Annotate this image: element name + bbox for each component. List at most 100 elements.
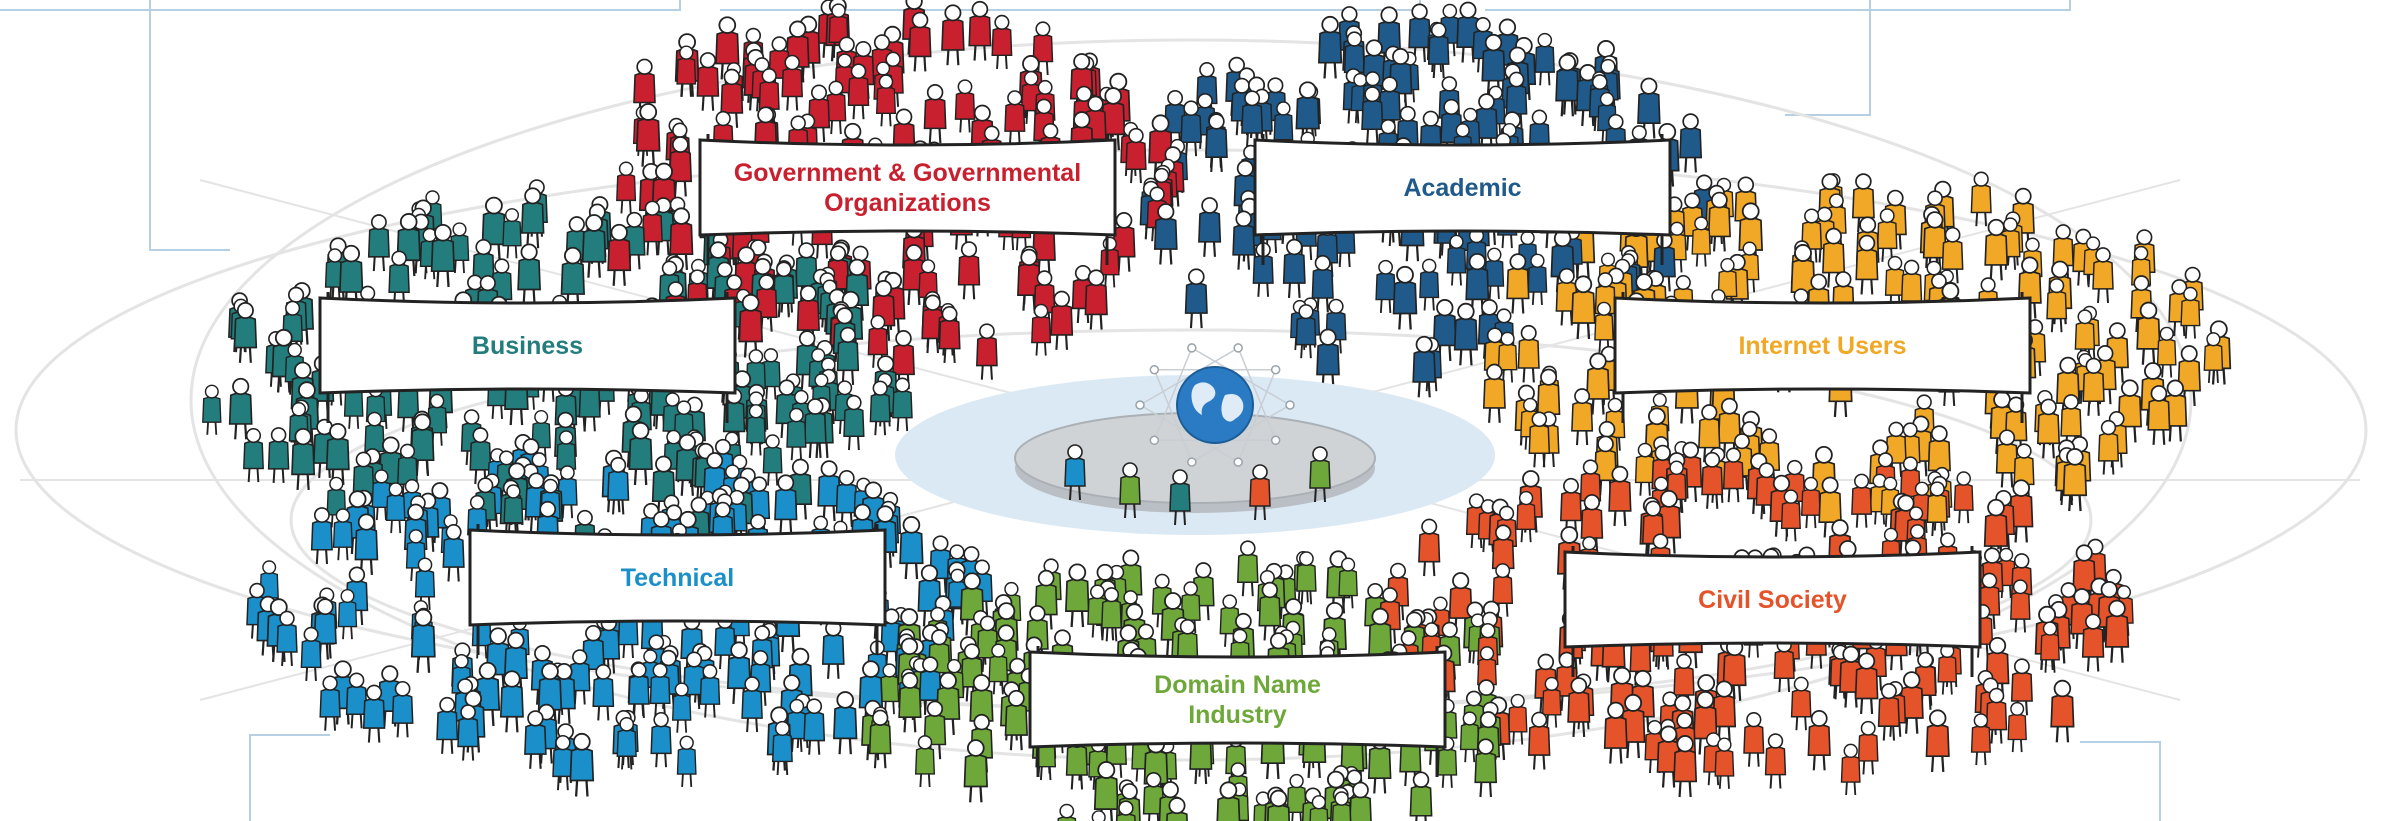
government-person [938, 305, 961, 363]
civil-society-person [1800, 476, 1821, 529]
civil-society-person [1249, 464, 1271, 521]
banner-cloth [1028, 650, 1447, 749]
internet-users-person [1634, 442, 1656, 496]
government-person [1125, 127, 1147, 184]
government-person [892, 330, 915, 390]
internet-users-person [1594, 301, 1614, 353]
business-person [410, 413, 435, 476]
government-person [968, 0, 992, 61]
civil-society-person [1673, 735, 1698, 798]
academic-person [1484, 247, 1505, 299]
civil-society-person [2050, 679, 2075, 743]
technical-person [821, 620, 845, 679]
internet-users-person [2097, 419, 2120, 475]
internet-users-person [1880, 476, 1901, 527]
technical-person [835, 469, 858, 527]
internet-users-person [1855, 234, 1879, 295]
business-person [517, 243, 541, 305]
domain-name-industry-person [1057, 803, 1077, 821]
group-banners: Government & GovernmentalOrganizationsAc… [318, 134, 2032, 777]
technical-person [319, 675, 341, 731]
internet-users-person [1482, 363, 1506, 423]
internet-users-person [1691, 216, 1711, 267]
internet-users-person [1717, 257, 1738, 310]
internet-users-person [2082, 357, 2105, 416]
technical-person [676, 735, 697, 787]
government-person [607, 223, 632, 286]
banner-label-business: Business [472, 332, 583, 360]
banner-academic: Academic [1253, 134, 1672, 265]
civil-society-person [2081, 613, 2105, 672]
civil-society-person [1937, 643, 1958, 695]
frame-line [249, 734, 330, 821]
domain-name-industry-person [1459, 711, 1480, 763]
business-person [892, 377, 913, 432]
civil-society-person [1714, 737, 1735, 789]
domain-name-industry-person [1101, 587, 1122, 642]
domain-name-industry-person [1409, 771, 1433, 821]
technical-person [552, 734, 574, 791]
business-person [325, 422, 350, 485]
civil-society-person [1620, 693, 1646, 759]
business-person [836, 326, 860, 385]
civil-society-person [1448, 572, 1473, 634]
domain-name-industry-person [898, 672, 922, 733]
technical-person [569, 732, 595, 797]
domain-name-industry-person [1338, 557, 1358, 609]
academic-person [1252, 242, 1274, 297]
civil-society-person [1780, 489, 1801, 542]
civil-society-person [1507, 693, 1528, 745]
internet-users-person [2180, 286, 2201, 339]
technical-person [499, 670, 524, 733]
internet-users-person [2203, 332, 2224, 383]
domain-name-industry-person [1166, 797, 1188, 821]
business-person [581, 214, 607, 278]
technical-person [524, 710, 547, 769]
technical-person [436, 696, 459, 754]
civil-society-person [1857, 720, 1879, 775]
internet-users-person [2062, 448, 2088, 512]
business-person [628, 421, 653, 486]
banner-label-government: Organizations [824, 189, 991, 217]
technical-person [385, 482, 406, 534]
business-person [481, 196, 507, 261]
internet-users-person [2017, 256, 2042, 319]
banner-internet-users: Internet Users [1613, 292, 2032, 423]
technical-person [741, 676, 763, 733]
banner-cloth [1253, 138, 1672, 237]
civil-society-person [1722, 447, 1745, 503]
academic-person [1465, 252, 1490, 315]
business-person [773, 261, 795, 318]
business-person [520, 187, 545, 249]
academic-person [1679, 113, 1703, 173]
government-person [755, 274, 778, 332]
government-person [867, 314, 889, 368]
civil-society-person [1541, 676, 1562, 728]
academic-person [1419, 258, 1440, 311]
civil-society-person [1925, 709, 1950, 772]
technical-person [1064, 444, 1086, 501]
banner-label-internet-users: Internet Users [1738, 332, 1906, 360]
frame-line [2080, 741, 2161, 821]
academic-person [1392, 265, 1418, 330]
government-person [908, 11, 932, 72]
government-person [616, 161, 637, 214]
internet-users-person [1506, 253, 1530, 314]
business-person [228, 377, 253, 440]
civil-society-person [1985, 687, 2008, 744]
domain-name-industry-person [1266, 789, 1291, 821]
business-person [786, 407, 807, 461]
technical-person [699, 664, 721, 718]
domain-name-industry-person [1216, 781, 1241, 821]
business-person [469, 427, 492, 485]
civil-society-person [1953, 471, 1974, 524]
internet-users-person [1970, 171, 1992, 227]
government-person [738, 293, 763, 358]
government-person [641, 200, 663, 256]
internet-users-person [2046, 278, 2068, 333]
academic-person [1184, 268, 1208, 329]
civil-society-person [2007, 701, 2027, 753]
business-person [243, 427, 264, 483]
government-person [825, 80, 847, 135]
